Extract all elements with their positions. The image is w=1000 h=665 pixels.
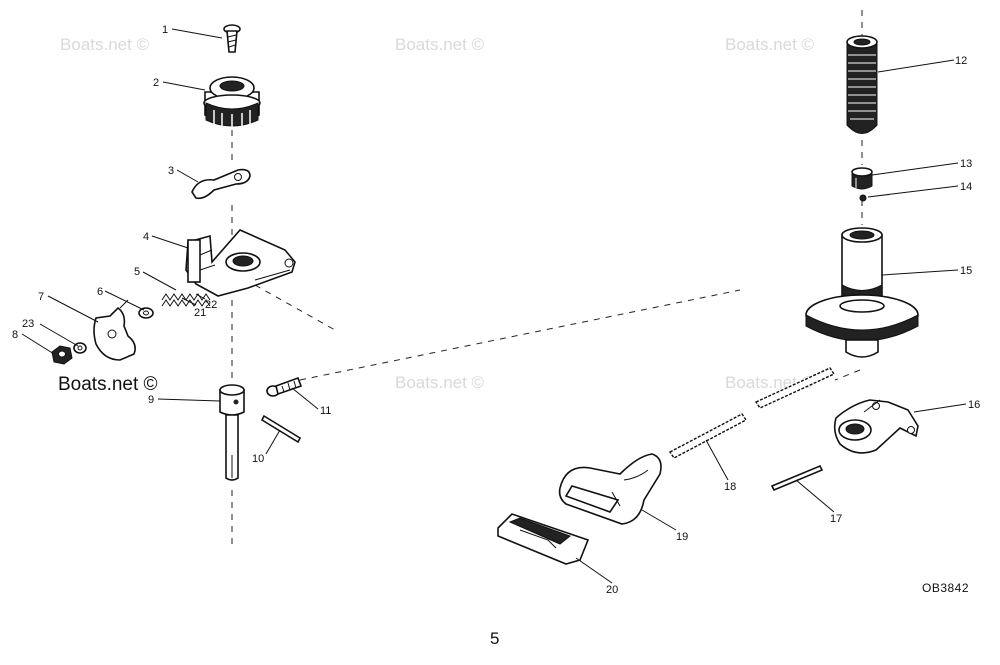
callout-1: 1 — [162, 24, 168, 36]
part-8-nut — [51, 345, 73, 365]
part-3-clip — [191, 168, 251, 200]
callout-4: 4 — [143, 231, 149, 243]
part-9-shaft — [219, 384, 245, 481]
centerline-rope — [834, 369, 861, 381]
callout-13: 13 — [960, 158, 972, 170]
watermark-4: Boats.net © — [395, 373, 485, 392]
page-number: 5 — [490, 629, 499, 648]
part-2-gear — [203, 76, 261, 129]
part-1-screw — [223, 24, 241, 53]
diagram-code: OB3842 — [922, 581, 969, 595]
callout-8: 8 — [12, 329, 18, 341]
callout-7: 7 — [38, 291, 44, 303]
callout-22: 22 — [205, 299, 217, 311]
part-14-ball — [859, 194, 867, 202]
callout-10: 10 — [252, 453, 264, 465]
callout-5: 5 — [134, 266, 140, 278]
part-10-pin — [260, 414, 302, 444]
part-17-pin — [770, 464, 824, 492]
centerline-bracket — [254, 284, 336, 331]
callout-labels: 1 2 3 4 5 6 7 8 9 10 11 12 13 14 15 16 1… — [12, 24, 980, 596]
callout-16: 16 — [968, 399, 980, 411]
callout-18: 18 — [724, 481, 736, 493]
part-18-rope — [668, 367, 836, 459]
part-13-bushing — [851, 167, 873, 190]
part-4-bracket — [185, 229, 296, 297]
callout-6: 6 — [97, 286, 103, 298]
callout-23: 23 — [22, 318, 34, 330]
part-11-screw — [266, 376, 303, 397]
callout-9: 9 — [148, 394, 154, 406]
callout-3: 3 — [168, 165, 174, 177]
part-19-handle — [558, 453, 662, 525]
callout-12: 12 — [955, 55, 967, 67]
leader-lines — [21, 28, 967, 584]
callout-14: 14 — [960, 181, 972, 193]
callout-15: 15 — [960, 265, 972, 277]
part-15-pulley — [805, 227, 919, 358]
watermark-3: Boats.net © — [725, 35, 815, 54]
part-16-bracket — [833, 399, 919, 454]
callout-17: 17 — [830, 513, 842, 525]
part-6-washer — [138, 307, 154, 319]
callout-21: 21 — [194, 307, 206, 319]
part-7-pawl — [93, 299, 136, 361]
part-12-spring-housing — [846, 35, 878, 134]
callout-11: 11 — [320, 405, 331, 417]
watermark-1: Boats.net © — [60, 35, 150, 54]
callout-19: 19 — [676, 531, 688, 543]
part-20-insert — [497, 513, 590, 565]
centerline-long — [299, 289, 741, 381]
watermark-6: Boats.net © — [58, 374, 158, 395]
callout-2: 2 — [153, 77, 159, 89]
callout-20: 20 — [606, 584, 618, 596]
watermark-2: Boats.net © — [395, 35, 485, 54]
